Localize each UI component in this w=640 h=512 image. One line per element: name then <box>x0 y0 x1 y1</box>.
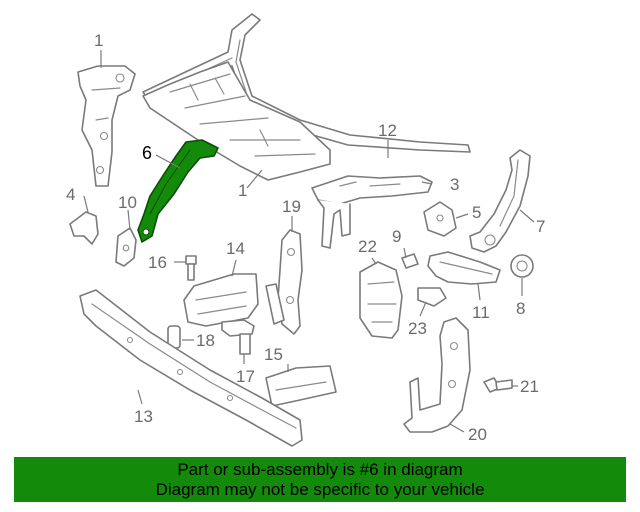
callout-16: 16 <box>148 253 167 272</box>
part-22-bracket <box>359 261 403 339</box>
callout-18: 18 <box>196 331 215 350</box>
callout-19: 19 <box>282 197 301 216</box>
part-14-bracket <box>183 273 285 327</box>
callout-5: 5 <box>472 203 481 222</box>
part-16-bolt <box>185 255 197 281</box>
part-3-bracket <box>311 175 433 249</box>
callout-15: 15 <box>264 345 283 364</box>
callout-9: 9 <box>392 227 401 246</box>
callout-21: 21 <box>520 377 539 396</box>
part-23-bracket <box>417 287 447 307</box>
callout-6: 6 <box>142 143 152 163</box>
callout-7: 7 <box>536 217 545 236</box>
callout-8: 8 <box>516 299 525 318</box>
callout-3: 3 <box>450 175 459 194</box>
part-5-bracket <box>423 201 457 237</box>
info-banner: Part or sub-assembly is #6 in diagram Di… <box>14 457 626 502</box>
part-9-clip <box>401 253 419 269</box>
leader-lines <box>83 50 535 433</box>
callout-14: 14 <box>226 239 245 258</box>
callout-4: 4 <box>66 185 75 204</box>
part-19-bracket <box>277 229 303 335</box>
part-4-bracket <box>69 211 99 245</box>
banner-line-2: Diagram may not be specific to your vehi… <box>155 480 485 499</box>
callout-10: 10 <box>118 193 137 212</box>
part-1-cowl-panel <box>142 61 331 181</box>
callout-2: 1 <box>94 31 103 50</box>
part-13-bumper-reinforcement <box>79 289 303 447</box>
part-7-arm <box>469 149 531 253</box>
parts-diagram: 1 1 4 6 7 8 9 10 11 12 13 14 15 16 17 18… <box>66 13 545 447</box>
part-17-bolt <box>221 319 255 355</box>
callout-20: 20 <box>468 425 487 444</box>
callout-12: 12 <box>378 121 397 140</box>
part-8-bushing <box>510 254 534 278</box>
callout-22: 22 <box>358 237 377 256</box>
part-11-bracket <box>427 251 501 285</box>
banner-line-1: Part or sub-assembly is #6 in diagram <box>177 460 463 479</box>
callout-13: 13 <box>134 407 153 426</box>
part-2-bracket <box>77 65 136 187</box>
callout-23: 23 <box>408 319 427 338</box>
part-15-bracket <box>265 365 337 407</box>
callout-11: 11 <box>472 303 490 322</box>
part-6-brace-highlighted <box>137 139 219 243</box>
callout-17: 17 <box>236 367 255 386</box>
part-10-bracket <box>115 227 137 267</box>
callout-1: 1 <box>238 181 247 200</box>
part-20-bracket <box>403 317 471 433</box>
part-21-bolt <box>483 377 513 393</box>
